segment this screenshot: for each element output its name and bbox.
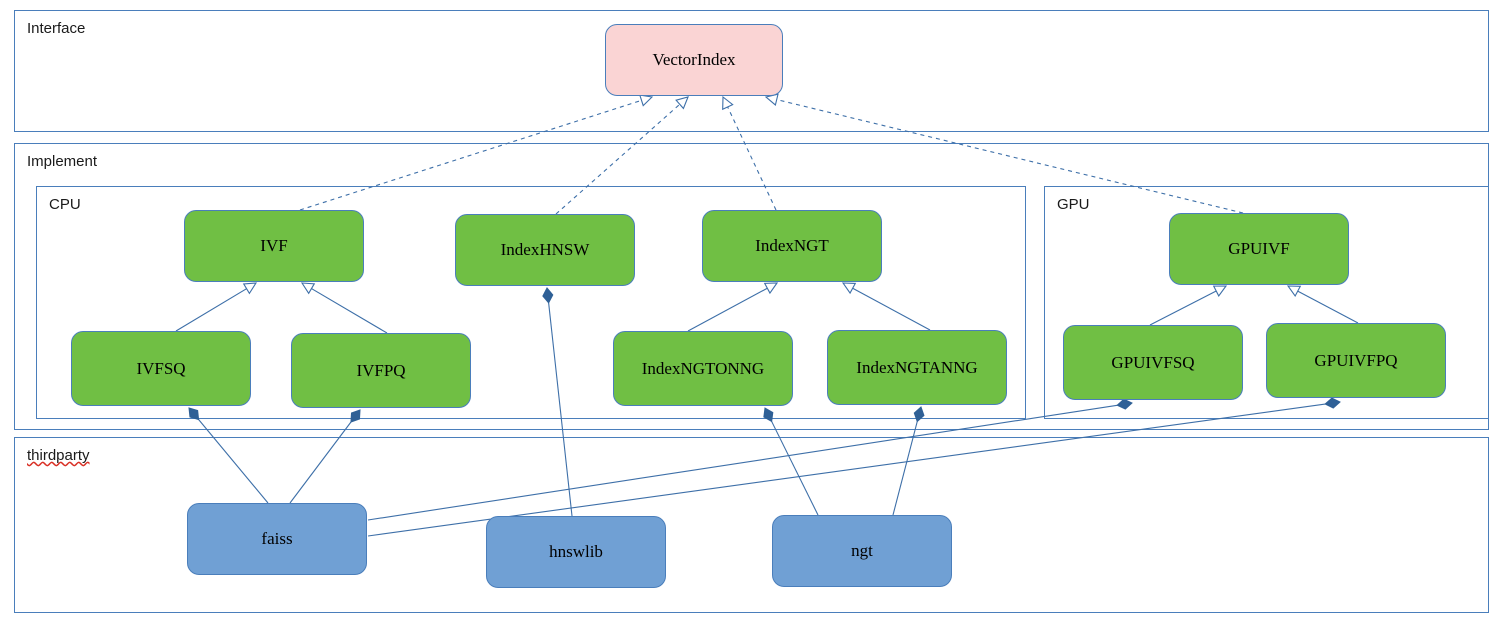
class-node-ivf[interactable]: IVF [184, 210, 364, 282]
class-node-ivfsq[interactable]: IVFSQ [71, 331, 251, 406]
package-label-implement: Implement [27, 153, 98, 170]
class-node-indexngtanng[interactable]: IndexNGTANNG [827, 330, 1007, 405]
package-label-cpu: CPU [49, 196, 81, 213]
class-node-gpuivf[interactable]: GPUIVF [1169, 213, 1349, 285]
class-node-hnswlib[interactable]: hnswlib [486, 516, 666, 588]
class-node-faiss[interactable]: faiss [187, 503, 367, 575]
package-label-gpu: GPU [1057, 196, 1090, 213]
package-label-interface: Interface [27, 20, 86, 37]
class-node-gpuivfsq[interactable]: GPUIVFSQ [1063, 325, 1243, 400]
class-node-ivfpq[interactable]: IVFPQ [291, 333, 471, 408]
class-node-ngt[interactable]: ngt [772, 515, 952, 587]
class-node-indexhnsw[interactable]: IndexHNSW [455, 214, 635, 286]
class-node-gpuivfpq[interactable]: GPUIVFPQ [1266, 323, 1446, 398]
class-node-vectorindex[interactable]: VectorIndex [605, 24, 783, 96]
class-node-indexngt[interactable]: IndexNGT [702, 210, 882, 282]
package-label-thirdparty: thirdparty [27, 447, 90, 464]
class-node-indexngtonng[interactable]: IndexNGTONNG [613, 331, 793, 406]
